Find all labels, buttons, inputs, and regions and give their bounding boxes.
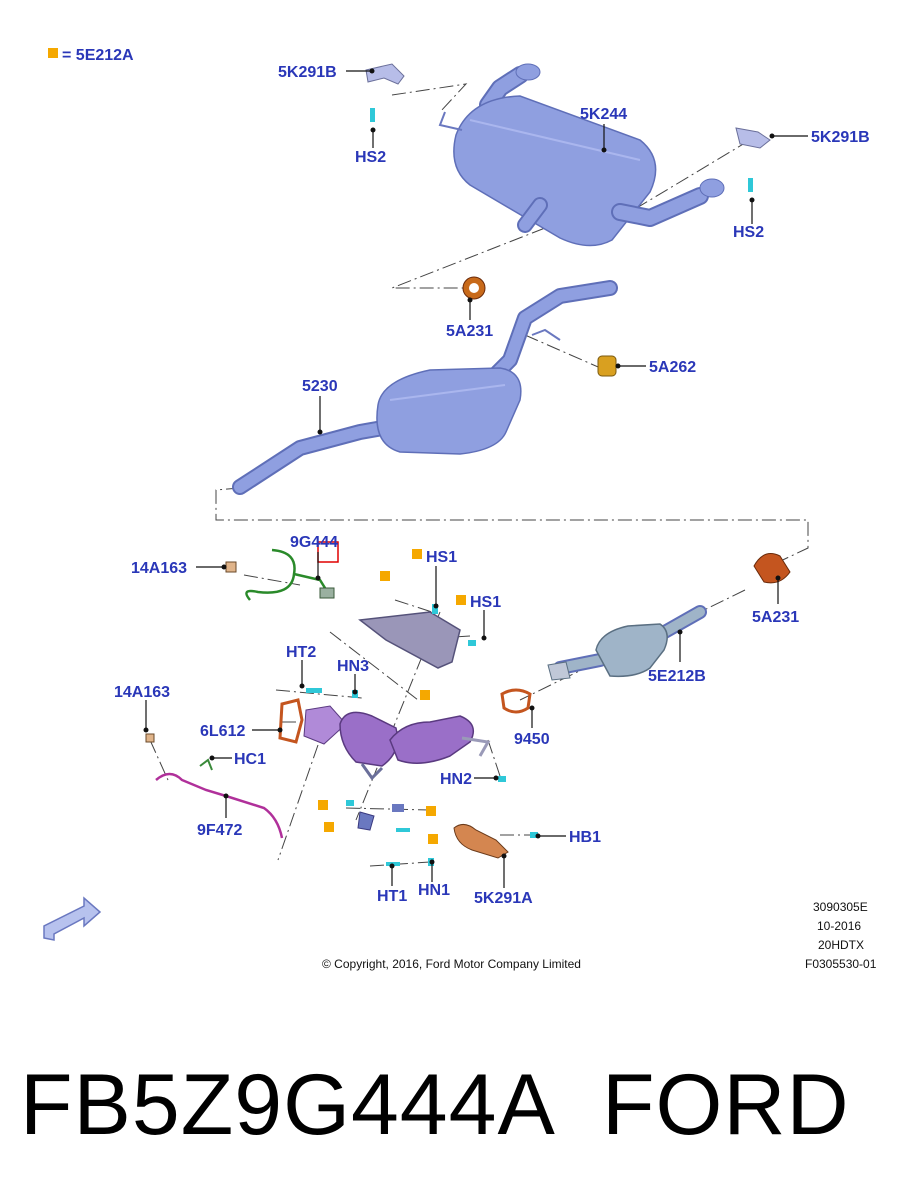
hanger-bracket-right	[735, 127, 771, 192]
label-5a231-top: 5A231	[446, 323, 493, 340]
gasket-6l612	[278, 698, 304, 744]
label-5230: 5230	[302, 378, 338, 395]
label-9f472: 9F472	[197, 822, 242, 839]
assembly-lines	[149, 83, 809, 867]
label-hs2-right: HS2	[733, 224, 764, 241]
rear-muffler	[438, 63, 725, 247]
label-hs1-b: HS1	[470, 594, 501, 611]
orange-markers	[318, 549, 466, 844]
diagram-model: 20HDTX	[818, 938, 864, 952]
label-5e212b: 5E212B	[648, 668, 706, 685]
diagram-ref: F0305530-01	[805, 957, 877, 971]
manifold-converter	[303, 705, 491, 781]
legend-label: = 5E212A	[62, 47, 134, 64]
diagram-date: 10-2016	[817, 919, 861, 933]
label-ht2: HT2	[286, 644, 316, 661]
label-ht1: HT1	[377, 888, 407, 905]
center-muffler	[232, 280, 618, 495]
label-hn2: HN2	[440, 771, 472, 788]
direction-arrow-icon	[43, 896, 102, 941]
label-9450: 9450	[514, 731, 550, 748]
diagram-metadata: 3090305E 10-2016 20HDTX F0305530-01 © Co…	[322, 900, 877, 971]
gasket-9450	[500, 688, 532, 714]
copyright: © Copyright, 2016, Ford Motor Company Li…	[322, 957, 581, 971]
brand-name: FORD	[602, 1057, 850, 1153]
label-5a231-right: 5A231	[752, 609, 799, 626]
label-hs1-a: HS1	[426, 549, 457, 566]
label-hs2-left: HS2	[355, 149, 386, 166]
label-5k291a: 5K291A	[474, 890, 533, 907]
exhaust-system-diagram: = 5E212A	[43, 47, 877, 971]
legend-marker	[48, 48, 58, 58]
label-5k244: 5K244	[580, 106, 627, 123]
fasteners	[306, 688, 538, 866]
label-14a163-top: 14A163	[131, 560, 187, 577]
label-5k291b-left: 5K291B	[278, 64, 337, 81]
label-hc1: HC1	[234, 751, 266, 768]
diagram-code: 3090305E	[813, 900, 868, 914]
oxygen-sensor-9g444	[225, 548, 335, 601]
harness-9f472	[145, 733, 284, 839]
label-hb1: HB1	[569, 829, 601, 846]
label-hn1: HN1	[418, 882, 450, 899]
footer: FB5Z9G444A FORD	[0, 1035, 912, 1175]
label-6l612: 6L612	[200, 723, 245, 740]
part-number: FB5Z9G444A	[20, 1057, 556, 1153]
label-5a262: 5A262	[649, 359, 696, 376]
label-9g444: 9G444	[290, 534, 338, 551]
hanger-bracket-left	[365, 63, 405, 122]
heat-shield	[358, 604, 476, 669]
front-pipe-converter	[547, 605, 707, 681]
leader-lines	[143, 68, 808, 888]
bracket-5k291a	[453, 824, 509, 859]
insulator	[597, 355, 617, 377]
label-hn3: HN3	[337, 658, 369, 675]
clamp-top	[462, 276, 486, 300]
label-5k291b-right: 5K291B	[811, 129, 870, 146]
callout-labels: 5K291B HS2 5K244 5K291B HS2 5A231 5A262 …	[114, 64, 870, 907]
clamp-right	[753, 553, 791, 584]
label-14a163-left: 14A163	[114, 684, 170, 701]
